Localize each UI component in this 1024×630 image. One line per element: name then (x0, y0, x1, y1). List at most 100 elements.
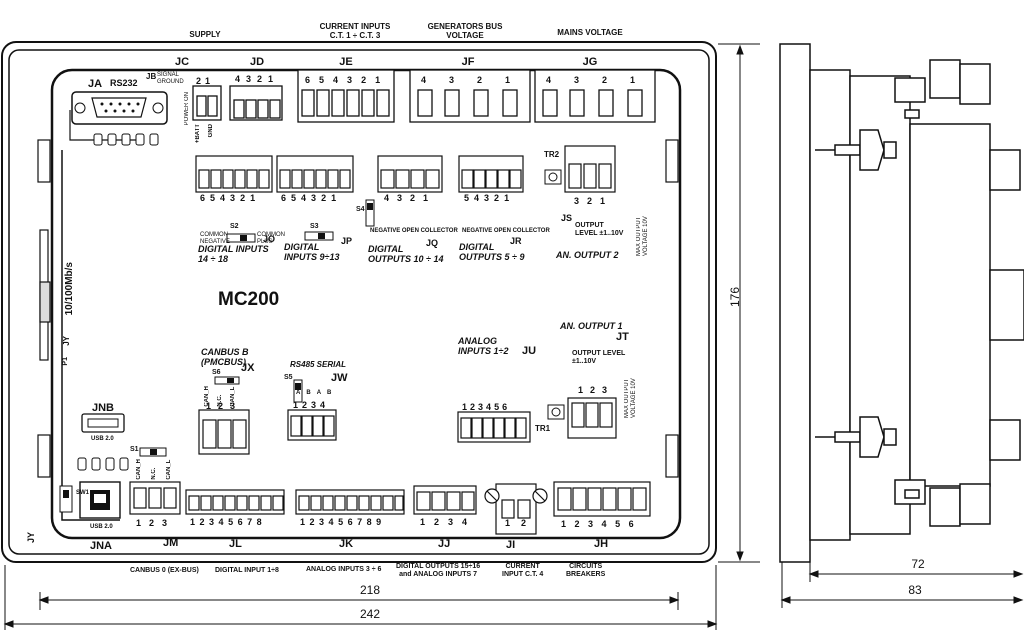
jf-pin: 3 (449, 75, 478, 85)
header-current-inputs-line1: CURRENT INPUTS (319, 22, 391, 31)
digital-inputs-14-18-label: DIGITAL INPUTS 14 ÷ 18 (198, 244, 269, 264)
jw-pin: 1 (293, 400, 303, 410)
jm-terminal (129, 481, 181, 515)
jx-pin: 2 (218, 401, 231, 411)
jq-pin: 3 (397, 193, 411, 203)
circuits-breakers-line1: CIRCUITS (569, 563, 603, 570)
jw-pin-label: B (327, 390, 338, 396)
jh-pin: 5 (615, 519, 629, 529)
js-output-level: OUTPUT LEVEL ±1..10V (575, 222, 623, 238)
jf-pin: 1 (505, 75, 534, 85)
analog-inputs-1-2-label: ANALOG INPUTS 1÷2 (458, 336, 508, 356)
jnb-usb-connector (81, 413, 125, 433)
jk-terminal (295, 489, 405, 515)
jt-terminal (567, 397, 617, 439)
jk-pin: 3 (319, 517, 329, 527)
js-pin: 3 (574, 196, 588, 206)
circuits-breakers-line2: BREAKERS (566, 571, 606, 578)
digital-outputs-10-14-label: DIGITAL OUTPUTS 10 ÷ 14 (368, 244, 443, 264)
header-generators-line2: VOLTAGE (446, 31, 484, 40)
jm-pin: 1 (136, 518, 150, 528)
jd-pin-numbers: 4321 (235, 74, 279, 84)
panel-clips (37, 139, 679, 478)
jx-terminal (198, 409, 250, 455)
jh-pin: 3 (588, 519, 602, 529)
jx-pin: 1 (206, 401, 219, 411)
s5-label: S5 (284, 374, 293, 381)
s4-switch (365, 199, 375, 227)
jo-pin-numbers: 654321 (200, 193, 260, 203)
jh-pin: 1 (561, 519, 575, 529)
header-current-inputs: CURRENT INPUTS C.T. 1 ÷ C.T. 3 (300, 22, 410, 40)
jj-pin-numbers: 1234 (420, 517, 476, 527)
digital-outputs-15-16-line2: and ANALOG INPUTS 7 (399, 571, 478, 578)
jt-pin: 3 (602, 385, 615, 395)
js-terminal (564, 145, 616, 193)
header-generators-bus: GENERATORS BUS VOLTAGE (415, 22, 515, 40)
jq-pin: 1 (423, 193, 437, 203)
dimension-218: 218 (359, 583, 381, 597)
jf-pin: 4 (421, 75, 450, 85)
s6-label: S6 (212, 369, 221, 376)
jl-pin: 1 (190, 517, 200, 527)
jt-pin: 1 (578, 385, 591, 395)
dimension-176: 176 (728, 286, 742, 308)
jh-terminal (553, 481, 651, 517)
tr2-label: TR2 (544, 150, 560, 159)
code-jt: JT (616, 331, 629, 343)
js-output-level-line2: LEVEL ±1..10V (575, 230, 624, 237)
jna-usb-connector (79, 481, 121, 519)
digital-inputs-9-13-line2: INPUTS 9÷13 (284, 252, 340, 262)
dimension-242: 242 (359, 607, 381, 621)
code-jnb: JNB (92, 402, 115, 414)
jp-pin: 3 (311, 193, 322, 203)
jh-pin: 2 (574, 519, 589, 529)
digital-outputs-5-9-line2: OUTPUTS 5 ÷ 9 (459, 252, 525, 262)
je-current-terminal (297, 69, 395, 123)
ju-pin: 4 (486, 402, 495, 412)
jg-pin-numbers: 4321 (546, 75, 658, 85)
je-pin: 1 (375, 75, 390, 85)
canbus-b-label: CANBUS B (PMCBUS) (201, 347, 249, 367)
jnb-usb-label: USB 2.0 (91, 436, 114, 442)
jc-pin: 2 (196, 76, 206, 86)
jc-batt-label: +BATT (195, 124, 201, 144)
js-pin: 1 (600, 196, 614, 206)
jm-pin-label: CAN_L (166, 459, 172, 480)
code-ji: JI (506, 539, 516, 551)
jt-output-level-line2: ±1..10V (572, 358, 597, 365)
jt-pin-numbers: 123 (578, 385, 614, 395)
jw-terminal (287, 409, 337, 441)
jna-usb-label: USB 2.0 (90, 524, 113, 530)
dimension-83: 83 (908, 583, 922, 597)
jy-side-label: JY (62, 336, 71, 346)
jr-pin: 3 (484, 193, 495, 203)
jg-pin: 3 (574, 75, 603, 85)
jj-terminal (413, 485, 477, 515)
jp-pin: 5 (291, 193, 302, 203)
jx-pin: 3 (230, 401, 243, 411)
jc-pin: 1 (205, 76, 215, 86)
jl-pin: 7 (247, 517, 257, 527)
digital-outputs-15-16-line1: DIGITAL OUTPUTS 15÷16 (396, 563, 481, 570)
je-pin: 2 (361, 75, 376, 85)
jc-gnd-label: GND (208, 124, 214, 138)
ju-pin: 2 (470, 402, 479, 412)
ju-pin-numbers: 123456 (462, 402, 510, 412)
jm-pin-labels: CAN_H N.C. CAN_L (136, 459, 172, 480)
dimension-lines (3, 43, 1024, 630)
jg-pin: 1 (630, 75, 659, 85)
jk-pin: 8 (366, 517, 377, 527)
s4-label: S4 (356, 206, 365, 213)
jw-pin: 2 (302, 400, 312, 410)
code-jd: JD (249, 56, 265, 68)
jq-pin: 2 (410, 193, 424, 203)
je-pin: 5 (319, 75, 334, 85)
jo-pin: 1 (250, 193, 261, 203)
jk-pin: 9 (376, 517, 386, 527)
digital-inputs-9-13-line1: DIGITAL (284, 242, 320, 252)
s2-common-plus: COMMON PLUS (257, 232, 285, 245)
code-jq: JQ (426, 238, 439, 248)
circuits-breakers-label: CIRCUITS BREAKERS (566, 563, 605, 579)
